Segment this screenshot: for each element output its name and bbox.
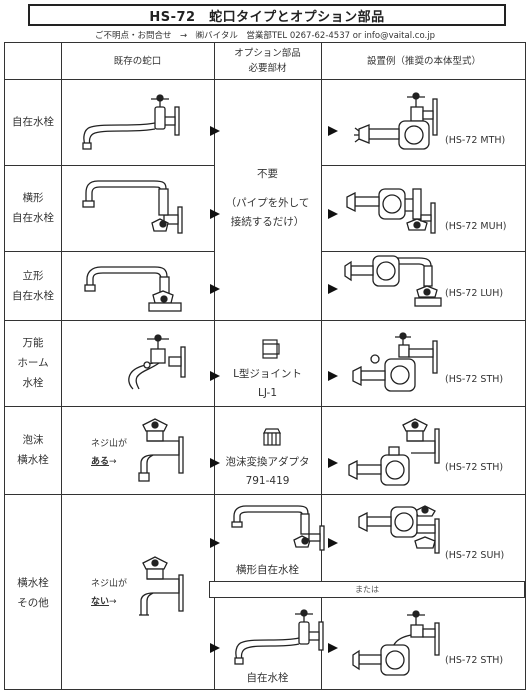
row-divider [5, 251, 214, 252]
install-example-icon [354, 92, 438, 150]
row-divider [5, 320, 525, 321]
arrow-right-icon [210, 371, 220, 381]
alt-swivel-faucet-icon [234, 609, 324, 665]
row-divider [5, 165, 214, 166]
option-joint: L型ジョイント LJ-1 [233, 368, 302, 399]
row-divider [5, 79, 525, 80]
row-divider [321, 251, 525, 252]
arrow-right-icon [210, 458, 220, 468]
thread-note-none: ネジ山が ない→ [91, 579, 128, 607]
arrow-right-icon [328, 643, 338, 653]
option-adapter: 泡沫変換アダプタ 791-419 [225, 456, 310, 487]
row-label: 横水栓その他 [17, 576, 49, 609]
or-divider: または [209, 581, 525, 598]
col-divider [61, 43, 62, 689]
row-label: 横形自在水栓 [12, 192, 54, 224]
arrow-right-icon [210, 209, 220, 219]
thread-note-has: ネジ山が ある→ [91, 439, 128, 467]
model-code: (HS-72 STH) [445, 374, 504, 385]
arrow-right-icon [210, 126, 220, 136]
install-example-icon [344, 255, 442, 307]
model-code: (HS-72 SUH) [445, 550, 505, 561]
arrow-right-icon [328, 371, 338, 381]
col-divider [321, 43, 322, 689]
arrow-right-icon [210, 284, 220, 294]
option-alt-a: 横形自在水栓 [236, 563, 299, 576]
model-code: (HS-72 STH) [445, 462, 504, 473]
horizontal-faucet-icon [139, 556, 184, 616]
install-example-icon [352, 610, 440, 676]
install-example-icon [348, 418, 440, 486]
arrow-right-icon [328, 126, 338, 136]
install-example-icon [358, 505, 440, 554]
arrow-right-icon [210, 643, 220, 653]
model-code: (HS-72 LUH) [445, 288, 504, 299]
arrow-right-icon [328, 538, 338, 548]
row-label: 泡沫横水栓 [17, 434, 49, 466]
vertical-swivel-faucet-icon [84, 266, 182, 312]
aerator-faucet-icon [138, 418, 184, 482]
install-example-icon [346, 188, 436, 234]
alt-horizontal-swivel-faucet-icon [231, 505, 325, 551]
swivel-faucet-icon [82, 94, 180, 150]
page-title: HS-72 蛇口タイプとオプション部品 [28, 4, 506, 26]
col-divider [214, 43, 215, 689]
arrow-right-icon [328, 284, 338, 294]
row-label: 自在水栓 [12, 116, 54, 128]
header-option: オプション部品 必要部材 [234, 48, 301, 74]
home-faucet-icon [128, 334, 186, 390]
model-code: (HS-72 STH) [445, 655, 504, 666]
arrow-right-icon [328, 209, 338, 219]
option-none: 不要 （パイプを外して 接続するだけ） [225, 167, 310, 228]
aerator-adapter-icon [263, 428, 281, 446]
arrow-right-icon [328, 458, 338, 468]
l-joint-icon [262, 339, 280, 359]
header-example: 設置例（推奨の本体型式） [366, 55, 481, 67]
header-existing: 既存の蛇口 [113, 55, 162, 67]
horizontal-swivel-faucet-icon [82, 180, 183, 234]
model-code: (HS-72 MTH) [445, 135, 506, 146]
model-code: (HS-72 MUH) [445, 221, 507, 232]
row-divider [321, 165, 525, 166]
option-alt-b: 自在水栓 [246, 671, 289, 684]
contact-line: ご不明点・お問合せ → ㈱バイタル 営業部TEL 0267-62-4537 or… [95, 31, 435, 41]
row-divider [5, 494, 525, 495]
arrow-right-icon [210, 538, 220, 548]
row-label: 立形自在水栓 [12, 269, 54, 302]
row-label: 万能ホーム水栓 [17, 337, 49, 389]
row-divider [5, 406, 525, 407]
install-example-icon [352, 332, 438, 392]
faucet-table: 既存の蛇口 オプション部品 必要部材 設置例（推奨の本体型式） 自在水栓 横形自… [4, 42, 526, 690]
